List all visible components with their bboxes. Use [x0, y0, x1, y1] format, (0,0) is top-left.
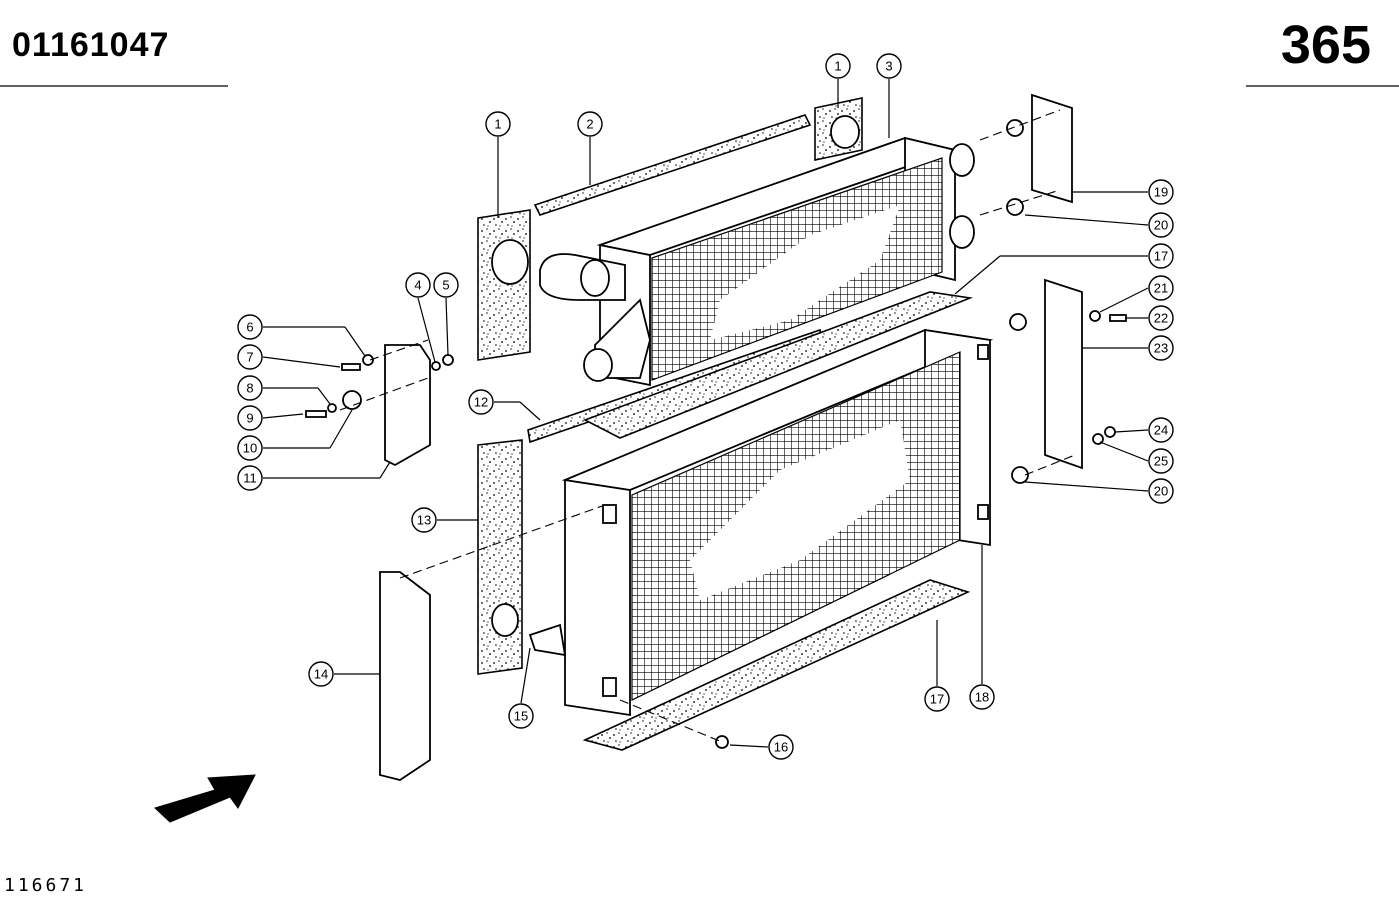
callout-21: 21: [1148, 275, 1174, 301]
charge-air-cooler: [539, 136, 975, 387]
svg-text:20: 20: [1154, 218, 1168, 233]
callout-11: 11: [237, 465, 263, 491]
callout-25: 25: [1148, 448, 1174, 474]
foam-pad-middle: [583, 291, 974, 439]
svg-text:16: 16: [774, 740, 788, 755]
foam-block-left: [477, 209, 531, 361]
plate-lower-right: [1044, 278, 1083, 470]
foam-block-vertical: [477, 439, 523, 675]
svg-text:2: 2: [586, 117, 593, 132]
svg-text:10: 10: [243, 441, 257, 456]
page-number: 365: [1280, 15, 1371, 75]
svg-text:5: 5: [442, 278, 449, 293]
callout-1-right: 1: [825, 53, 851, 79]
svg-text:22: 22: [1154, 311, 1168, 326]
callout-6: 6: [237, 314, 263, 340]
callout-1-left: 1: [485, 111, 511, 137]
svg-text:4: 4: [414, 278, 421, 293]
callout-24: 24: [1148, 417, 1174, 443]
svg-text:8: 8: [246, 381, 253, 396]
radiator: [561, 328, 994, 717]
callout-20-lower: 20: [1148, 478, 1174, 504]
part-number: 01161047: [12, 26, 170, 64]
callout-17-upper: 17: [1148, 243, 1174, 269]
foam-pad-bottom: [582, 579, 971, 751]
svg-text:20: 20: [1154, 484, 1168, 499]
callout-17-lower: 17: [924, 686, 950, 712]
svg-text:14: 14: [314, 667, 328, 682]
callout-14: 14: [308, 661, 334, 687]
callout-10: 10: [237, 435, 263, 461]
callout-16: 16: [768, 734, 794, 760]
svg-text:23: 23: [1154, 341, 1168, 356]
svg-text:15: 15: [514, 709, 528, 724]
svg-text:7: 7: [246, 350, 253, 365]
callout-3: 3: [876, 53, 902, 79]
svg-text:11: 11: [243, 471, 257, 486]
svg-text:9: 9: [246, 411, 253, 426]
callout-9: 9: [237, 405, 263, 431]
callout-13: 13: [411, 507, 437, 533]
svg-text:25: 25: [1154, 454, 1168, 469]
svg-text:17: 17: [1154, 249, 1168, 264]
bracket-lower-left: [379, 571, 431, 781]
svg-text:1: 1: [494, 117, 501, 132]
callout-7: 7: [237, 344, 263, 370]
svg-text:17: 17: [930, 692, 944, 707]
svg-text:12: 12: [474, 395, 488, 410]
svg-text:21: 21: [1154, 281, 1168, 296]
svg-text:13: 13: [417, 513, 431, 528]
svg-text:18: 18: [975, 690, 989, 705]
leader-lines: [262, 79, 1149, 748]
svg-text:19: 19: [1154, 185, 1168, 200]
direction-arrow-icon: [154, 774, 256, 823]
bracket-upper-left: [384, 344, 431, 467]
callout-2: 2: [577, 111, 603, 137]
svg-text:6: 6: [246, 320, 253, 335]
callout-22: 22: [1148, 305, 1174, 331]
callout-15: 15: [508, 703, 534, 729]
callout-20-upper: 20: [1148, 212, 1174, 238]
callout-23: 23: [1148, 335, 1174, 361]
callout-4: 4: [405, 272, 431, 298]
svg-text:1: 1: [834, 59, 841, 74]
callout-19: 19: [1148, 179, 1174, 205]
callout-8: 8: [237, 375, 263, 401]
hose-outlet: [528, 623, 567, 657]
hardware: [305, 119, 1127, 749]
drawing-code: 116671: [4, 875, 88, 896]
callout-12: 12: [468, 389, 494, 415]
svg-text:3: 3: [885, 59, 892, 74]
svg-text:24: 24: [1154, 423, 1168, 438]
callout-5: 5: [433, 272, 459, 298]
callout-18: 18: [969, 684, 995, 710]
foam-strip-top: [533, 114, 812, 216]
plate-upper-right: [1031, 93, 1073, 204]
